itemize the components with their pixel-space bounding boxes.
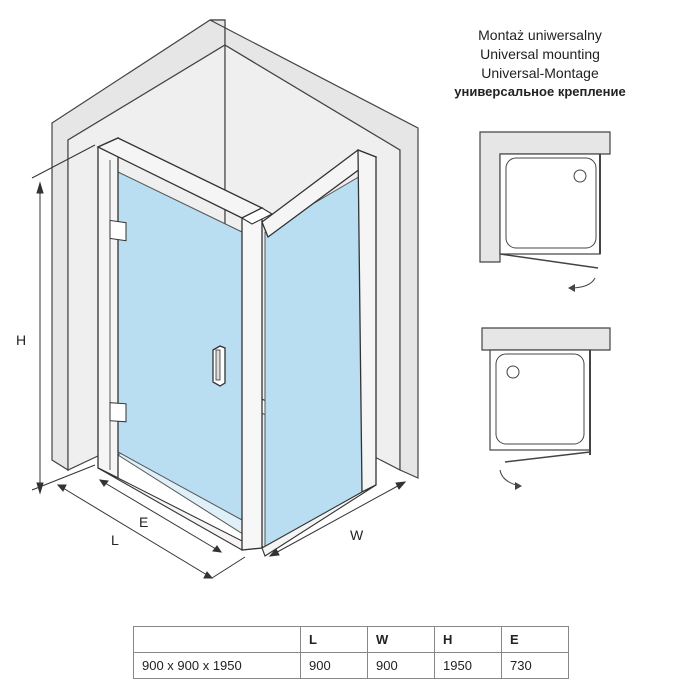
table-cell: 730 — [501, 652, 569, 679]
hinge-bottom — [109, 402, 127, 423]
table-cell: 900 — [367, 652, 435, 679]
right-wall — [209, 19, 419, 479]
door-frame-left — [97, 136, 119, 480]
table-cell: 1950 — [434, 652, 502, 679]
mounting-title-en: Universal mounting — [480, 46, 600, 62]
side-panel-glass — [264, 174, 363, 549]
table-header-cell: E — [501, 626, 569, 653]
dim-label-h: H — [16, 332, 26, 348]
mounting-title-ru: универсальное крепление — [454, 84, 626, 99]
plan-view-2 — [481, 327, 611, 490]
mounting-title-pl: Montaż uniwersalny — [478, 27, 602, 43]
center-post — [241, 206, 263, 551]
dimensions-table: L W H E 900 x 900 x 1950 900 900 1950 73… — [133, 626, 569, 679]
dimension-lines — [31, 144, 407, 579]
table-header-cell: H — [434, 626, 502, 653]
table-header-row: L W H E — [133, 626, 569, 653]
table-cell: 900 x 900 x 1950 — [133, 652, 301, 679]
dim-label-e: E — [139, 514, 148, 530]
dim-label-l: L — [111, 532, 119, 548]
side-frame-bottom — [261, 484, 377, 557]
plan-view-1 — [479, 131, 611, 292]
table-row: 900 x 900 x 1950 900 900 1950 730 — [133, 652, 569, 679]
table-header-cell: W — [367, 626, 435, 653]
table-cell: 900 — [300, 652, 368, 679]
hinge-top — [109, 219, 127, 242]
door-glass — [117, 171, 243, 521]
dim-label-w: W — [350, 527, 364, 543]
mounting-title-de: Universal-Montage — [481, 65, 599, 81]
table-header-cell: L — [300, 626, 368, 653]
table-header-cell — [133, 626, 301, 653]
